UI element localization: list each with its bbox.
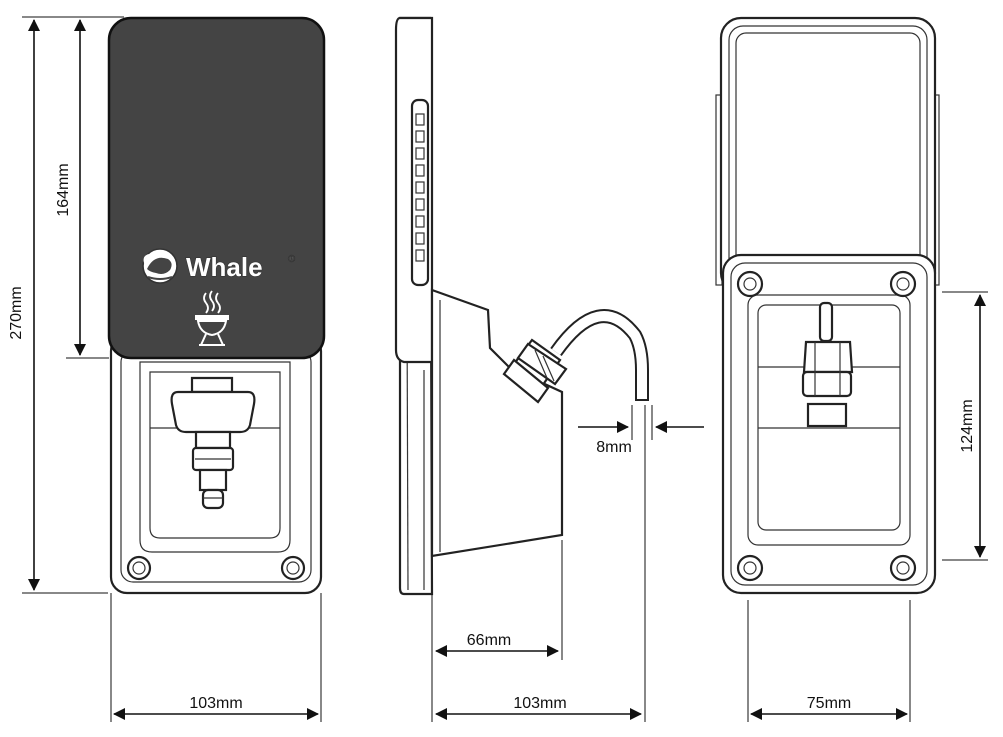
front-recess (139, 361, 291, 553)
rear-screw-bottom-right (889, 554, 917, 582)
rear-upper-panel (719, 16, 937, 295)
rear-fitting (801, 301, 854, 428)
rear-screw-bottom-left (736, 554, 764, 582)
side-view: 66mm 103mm 8mm (394, 16, 704, 722)
front-screw-left (126, 555, 152, 581)
brand-registered-mark: ® (288, 254, 296, 265)
dim-side-hose-diameter: 8mm (578, 405, 704, 456)
label-66mm: 66mm (467, 632, 511, 649)
label-8mm: 8mm (596, 439, 632, 456)
barbecue-icon (195, 290, 229, 346)
dim-rear-plate-width: 75mm (747, 600, 911, 722)
dim-front-cover-height: 164mm (55, 19, 109, 359)
front-tap-fitting (170, 376, 256, 510)
label-75mm: 75mm (807, 695, 851, 712)
rear-view: 124mm 75mm (715, 16, 988, 722)
dim-side-depth: 66mm (431, 540, 563, 722)
front-recess-inner (149, 371, 281, 539)
front-cover (107, 16, 326, 360)
side-housing (430, 288, 564, 558)
side-fitting (502, 338, 568, 404)
front-view: Whale ® 270mm 164mm (8, 16, 326, 722)
front-screw-right (280, 555, 306, 581)
label-124mm: 124mm (959, 399, 976, 452)
rear-screw-top-right (889, 270, 917, 298)
rear-recess-frame (747, 294, 911, 546)
dim-front-total-height: 270mm (8, 16, 124, 594)
whale-logo-icon (142, 248, 178, 284)
dim-side-total-depth: 103mm (435, 405, 646, 722)
dim-rear-plate-height: 124mm (942, 291, 988, 561)
label-164mm: 164mm (55, 163, 72, 216)
rear-screw-top-left (736, 270, 764, 298)
label-side-103mm: 103mm (513, 695, 566, 712)
label-270mm: 270mm (8, 286, 25, 339)
side-hinge-slots (415, 113, 425, 262)
label-front-103mm: 103mm (189, 695, 242, 712)
dim-front-width: 103mm (110, 593, 322, 722)
brand-name: Whale (186, 252, 263, 282)
